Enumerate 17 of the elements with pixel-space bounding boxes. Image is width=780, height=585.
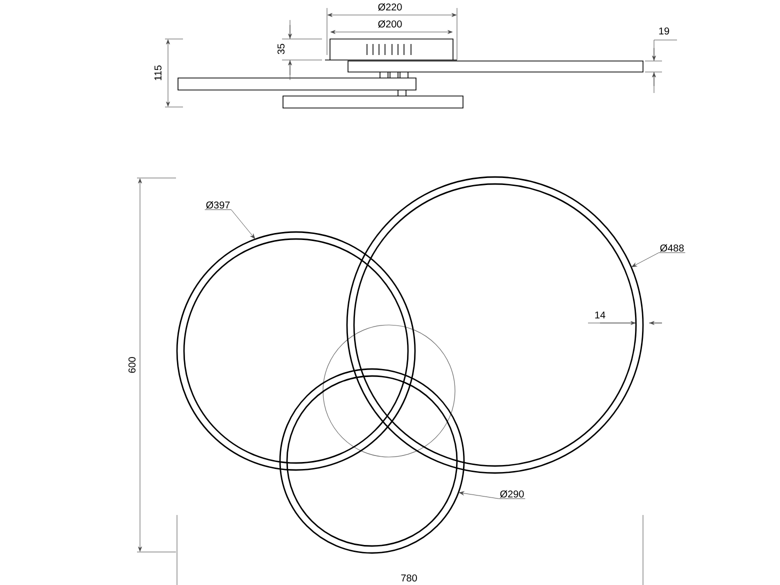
leader-line — [458, 491, 526, 499]
dimension-label: Ø220 — [378, 3, 402, 11]
leader-line — [204, 209, 256, 239]
dimension-label: 600 — [128, 357, 136, 373]
ring — [346, 176, 644, 474]
leader-line — [632, 252, 686, 268]
dimension-label: 35 — [277, 44, 285, 54]
ring — [176, 231, 416, 471]
dimension-label: Ø200 — [378, 20, 402, 28]
dimension-label: Ø290 — [500, 490, 524, 498]
dimension-label: Ø397 — [206, 201, 230, 209]
dimension-label: Ø488 — [660, 244, 684, 252]
dimension-label: 19 — [659, 27, 670, 35]
ring — [279, 368, 465, 554]
dimension-label: 780 — [401, 574, 417, 582]
dimension-label: 14 — [595, 312, 606, 318]
dimension-label: 115 — [154, 65, 162, 80]
